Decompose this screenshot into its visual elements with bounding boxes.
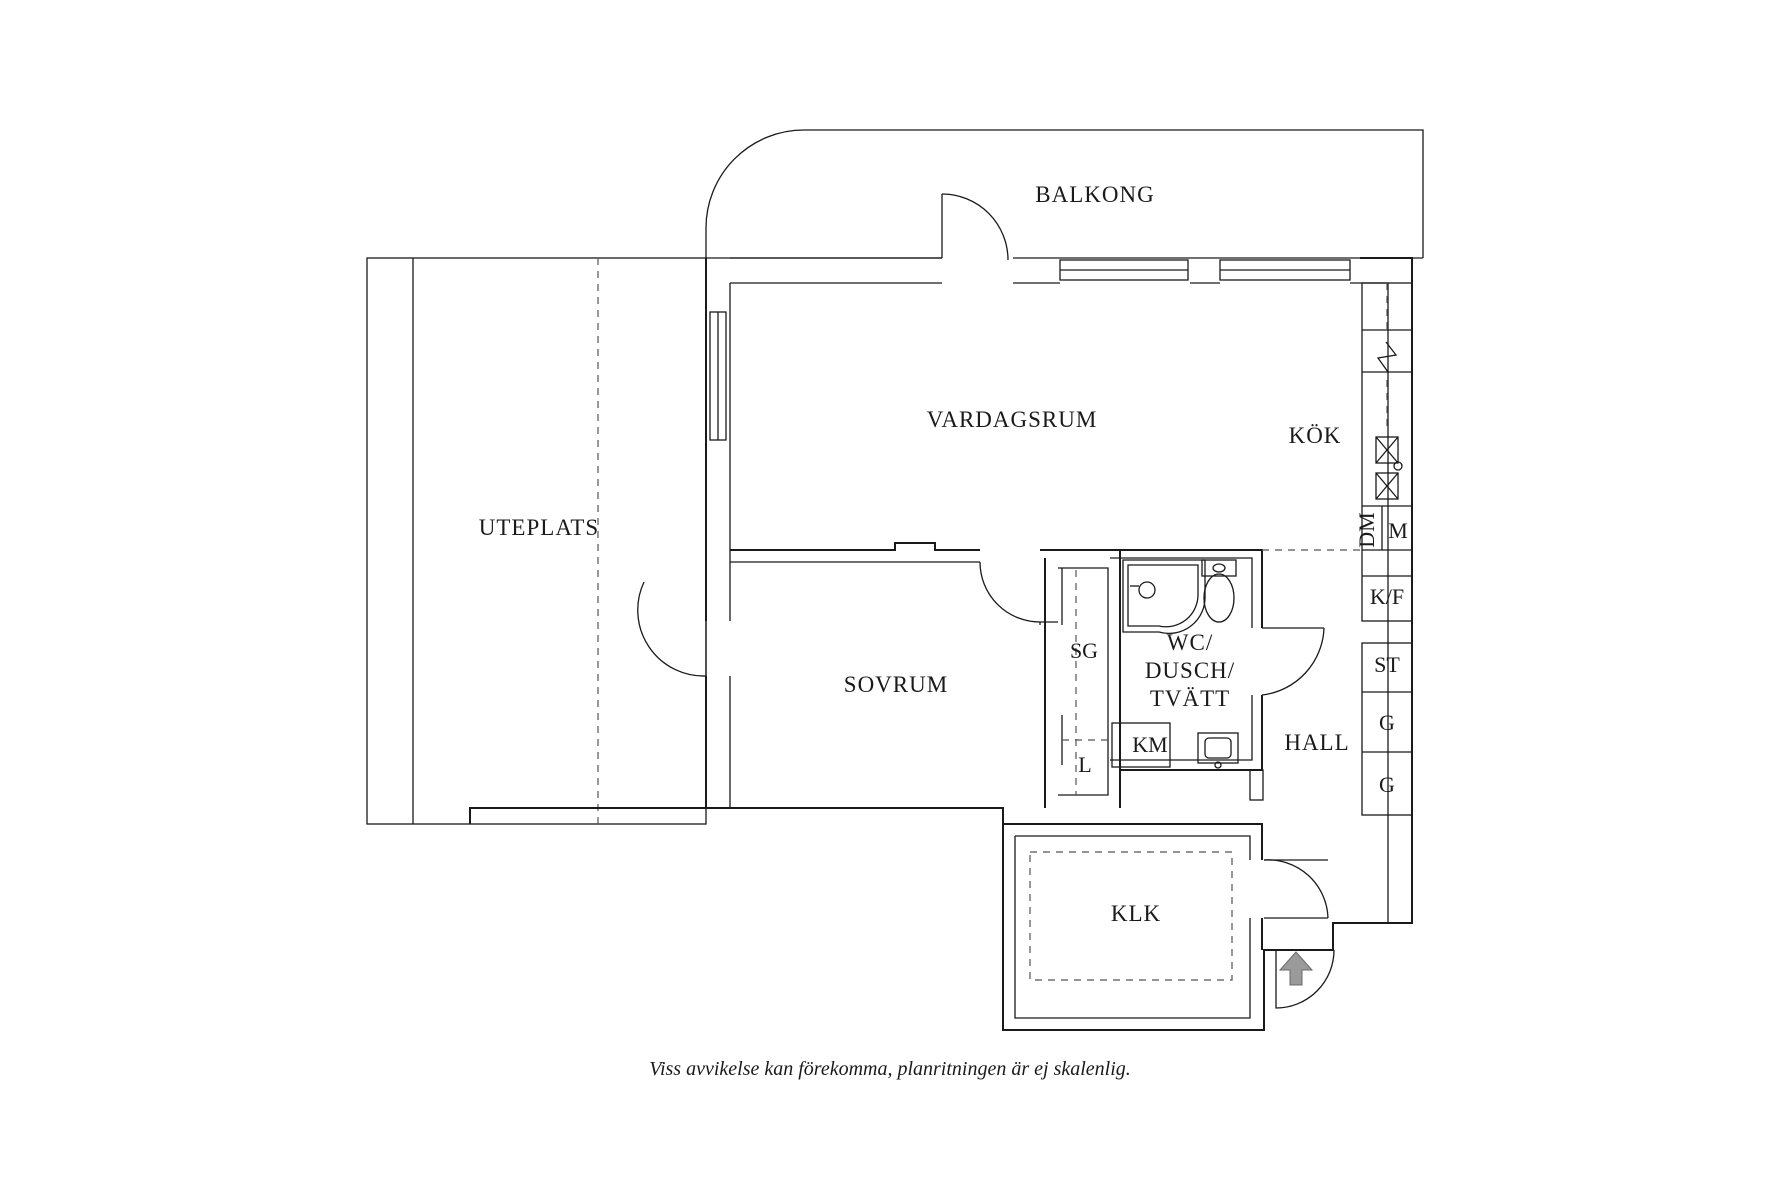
fixture-label-kf: K/F xyxy=(1370,584,1404,609)
room-label-wc-line3: TVÄTT xyxy=(1150,686,1230,711)
room-label-kok: KÖK xyxy=(1289,423,1342,448)
doors xyxy=(637,561,1335,1009)
fixture-label-g2: G xyxy=(1379,772,1395,797)
terrace-uteplats xyxy=(366,257,707,825)
fixture-label-sg: SG xyxy=(1070,638,1098,663)
fixture-label-km: KM xyxy=(1132,732,1167,757)
fixture-label-m: M xyxy=(1388,518,1408,543)
disclaimer-text: Viss avvikelse kan förekomma, planritnin… xyxy=(649,1058,1131,1080)
entrance-arrow-icon xyxy=(1278,951,1314,986)
fixture-label-dm: DM xyxy=(1354,512,1379,547)
room-label-klk: KLK xyxy=(1111,901,1161,926)
exterior-walls xyxy=(469,257,1413,1031)
fixture-label-l: L xyxy=(1078,752,1091,777)
balcony-door xyxy=(941,193,1009,261)
room-label-sovrum: SOVRUM xyxy=(844,672,948,697)
kitchen-fixtures xyxy=(1361,282,1413,816)
room-label-wc-line1: WC/ xyxy=(1167,630,1213,655)
fixture-label-st: ST xyxy=(1374,652,1400,677)
room-label-hall: HALL xyxy=(1284,730,1349,755)
interior-walls xyxy=(730,542,1362,1019)
room-label-vardagsrum: VARDAGSRUM xyxy=(927,407,1098,432)
bathroom-fixtures xyxy=(1111,559,1239,769)
room-label-uteplats: UTEPLATS xyxy=(479,515,599,540)
room-label-wc-line2: DUSCH/ xyxy=(1145,658,1235,683)
fixture-label-g1: G xyxy=(1379,710,1395,735)
room-label-balkong: BALKONG xyxy=(1035,182,1154,207)
